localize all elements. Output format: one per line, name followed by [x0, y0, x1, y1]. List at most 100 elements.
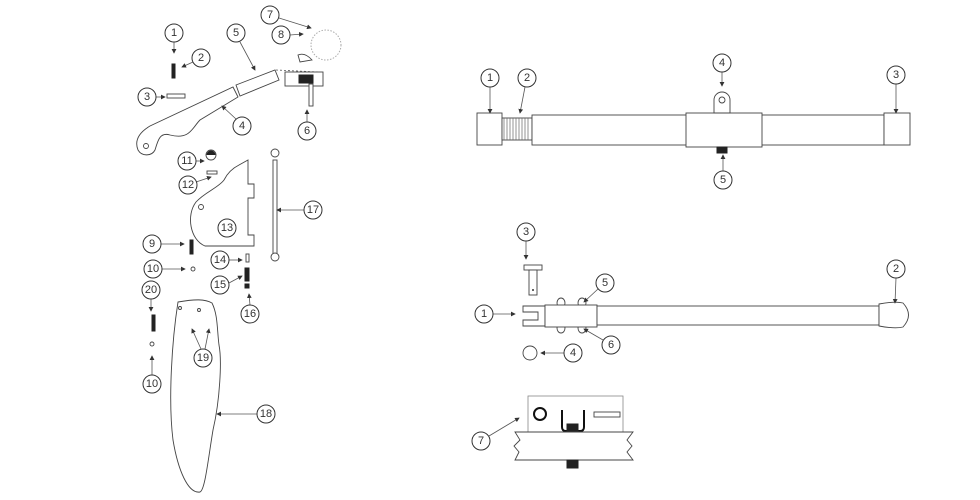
svg-text:1: 1 [487, 72, 493, 84]
pin-3-shank [528, 269, 538, 296]
end-cap-3 [883, 112, 911, 146]
callout-11: 11 [177, 151, 197, 171]
knob-outline [310, 29, 342, 61]
pin-12 [206, 170, 218, 175]
nut-5 [716, 146, 728, 154]
handle-tube [596, 305, 880, 326]
callout-12: 12 [178, 175, 198, 195]
svg-text:20: 20 [145, 284, 157, 296]
part-16 [244, 283, 250, 289]
arm-extension [235, 69, 280, 97]
svg-text:1: 1 [481, 308, 487, 320]
svg-text:3: 3 [893, 69, 899, 81]
top-callout-4: 4 [712, 53, 732, 73]
callout-8: 8 [271, 25, 291, 45]
top-callout-3: 3 [886, 65, 906, 85]
callout-17: 17 [303, 200, 323, 220]
svg-text:4: 4 [719, 57, 725, 69]
wood-section [513, 431, 634, 461]
blade-hole-2 [197, 308, 201, 312]
bracket-nut [566, 423, 579, 432]
svg-text:4: 4 [239, 120, 245, 132]
svg-text:14: 14 [214, 254, 226, 266]
right-bottom-mount: 7 [471, 395, 634, 469]
callout-4: 4 [232, 116, 252, 136]
threaded-section [501, 117, 533, 141]
rod-17 [272, 159, 278, 255]
screw-2 [171, 63, 176, 79]
callout-2: 2 [191, 48, 211, 68]
clamp-bolt [308, 83, 314, 107]
svg-text:9: 9 [149, 238, 155, 250]
blade-18 [170, 299, 221, 493]
bracket-plate [190, 159, 255, 247]
callout-14: 14 [210, 250, 230, 270]
svg-text:4: 4 [570, 347, 576, 359]
fork-end-1 [522, 305, 546, 327]
top-callout-5: 5 [713, 170, 733, 190]
svg-text:8: 8 [278, 29, 284, 41]
svg-text:2: 2 [524, 72, 530, 84]
lever-arm [136, 86, 239, 156]
rod-bottom-end [270, 252, 280, 262]
svg-text:6: 6 [304, 125, 310, 137]
svg-text:2: 2 [198, 52, 204, 64]
collar [544, 304, 598, 328]
center-block [685, 112, 763, 148]
blade-hole-1 [178, 306, 182, 310]
pin-3-head [523, 264, 543, 271]
callout-18: 18 [256, 404, 276, 424]
svg-text:7: 7 [267, 9, 273, 21]
bottom-nut [566, 459, 579, 469]
callout-15: 15 [210, 275, 230, 295]
callout-20: 20 [141, 280, 161, 300]
mid-callout-1: 1 [474, 304, 494, 324]
callout-9: 9 [142, 234, 162, 254]
top-callout-2: 2 [517, 68, 537, 88]
svg-text:15: 15 [214, 279, 226, 291]
svg-text:19: 19 [197, 352, 209, 364]
svg-text:1: 1 [171, 27, 177, 39]
left-assembly: 1 2 3 4 5 6 7 8 9 10 11 12 13 14 15 16 1… [136, 5, 342, 493]
end-cap-1 [476, 112, 503, 146]
callout-3: 3 [137, 87, 157, 107]
svg-text:18: 18 [260, 408, 272, 420]
spring-clip-coil [206, 150, 216, 156]
callout-7: 7 [260, 5, 280, 25]
callout-1: 1 [164, 23, 184, 43]
lever-hole [143, 143, 149, 149]
nut-10b [149, 341, 155, 347]
rod-top-end [270, 148, 280, 158]
mid-callout-3: 3 [516, 222, 536, 242]
right-top-bar: 1 2 3 4 5 [476, 53, 911, 190]
clip [297, 53, 313, 63]
grip-cap-2 [878, 301, 909, 329]
svg-text:7: 7 [478, 435, 484, 447]
pin-3 [166, 93, 186, 99]
top-callout-1: 1 [480, 68, 500, 88]
svg-text:17: 17 [307, 204, 319, 216]
svg-text:5: 5 [602, 277, 608, 289]
svg-text:10: 10 [146, 378, 158, 390]
mid-callout-4: 4 [563, 343, 583, 363]
svg-text:3: 3 [144, 91, 150, 103]
ring-icon [533, 407, 547, 421]
thread-lines [503, 118, 529, 140]
svg-text:10: 10 [147, 263, 159, 275]
mid-callout-6: 6 [601, 335, 621, 355]
callout-10: 10 [143, 259, 163, 279]
pin-14 [245, 253, 250, 263]
svg-text:11: 11 [181, 155, 192, 167]
clevis-pin [593, 411, 621, 418]
pin-hole [532, 289, 534, 291]
callout-10b: 10 [142, 374, 162, 394]
ring-4 [522, 345, 538, 361]
callout-19: 19 [193, 348, 213, 368]
callout-13: 13 [217, 218, 237, 238]
svg-text:12: 12 [182, 179, 194, 191]
right-middle-bar: 1 2 3 4 5 6 [474, 222, 909, 363]
callout-16: 16 [240, 304, 260, 324]
svg-text:16: 16 [244, 308, 256, 320]
mid-callout-5: 5 [595, 273, 615, 293]
